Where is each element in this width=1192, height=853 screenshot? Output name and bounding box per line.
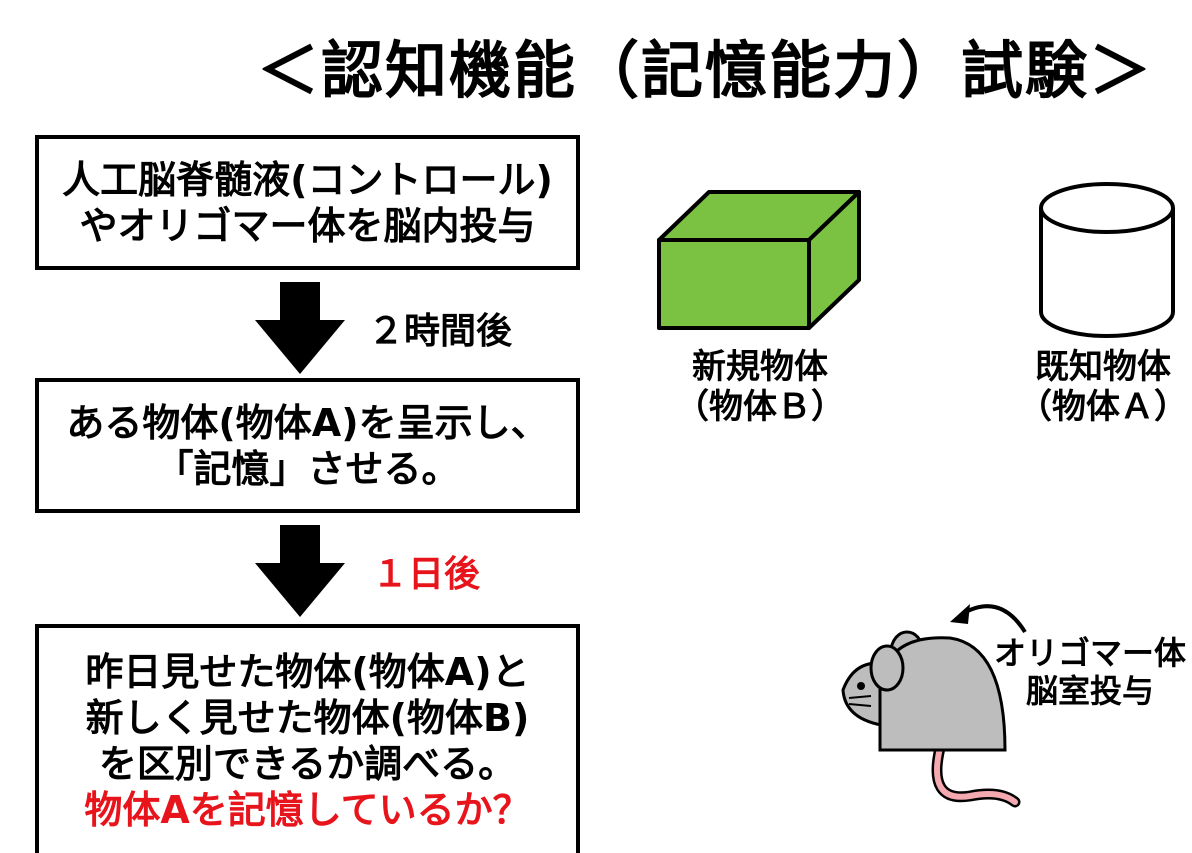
novel-object-name: 新規物体 — [692, 347, 828, 387]
step1-line1: 人工脳脊髄液(コントロール) — [62, 157, 553, 202]
cylinder-icon — [1039, 182, 1175, 338]
down-arrow-2 — [255, 525, 345, 617]
known-object-label: 既知物体 （物体Ａ） — [1008, 347, 1192, 427]
known-object-name: 既知物体 — [1035, 347, 1171, 387]
step1-line2: やオリゴマー体を脳内投与 — [79, 203, 536, 248]
mouse-label-line2: 脳室投与 — [1025, 672, 1154, 710]
arrow-label-1-day: １日後 — [372, 554, 481, 595]
novel-object-label: 新規物体 （物体Ｂ） — [665, 347, 855, 427]
arrow-label-2-hours: ２時間後 — [368, 311, 513, 352]
step2-line1: ある物体(物体A)を呈示し、 — [66, 400, 549, 445]
diagram-title: ＜認知機能（記憶能力）試験＞ — [256, 34, 1153, 107]
step-box-test: 昨日見せた物体(物体A)と 新しく見せた物体(物体B) を区別できるか調べる。 … — [35, 624, 580, 853]
down-arrow-1 — [255, 282, 345, 374]
step-box-injection: 人工脳脊髄液(コントロール) やオリゴマー体を脳内投与 — [35, 135, 580, 270]
step3-question: 物体Aを記憶しているか？ — [84, 787, 531, 832]
mouse-label-line1: オリゴマー体 — [993, 634, 1186, 672]
step3-line2: 新しく見せた物体(物体B) — [85, 695, 530, 740]
mouse-icon — [841, 630, 1021, 808]
step3-line3: を区別できるか調べる。 — [98, 741, 517, 786]
step3-line1: 昨日見せた物体(物体A)と — [85, 649, 530, 694]
known-object-sub: （物体Ａ） — [1018, 387, 1188, 427]
novel-object-sub: （物体Ｂ） — [675, 387, 845, 427]
mouse-injection-label: オリゴマー体 脳室投与 — [988, 634, 1192, 710]
step2-line2: 「記憶」させる。 — [155, 446, 460, 491]
curved-arrow-icon — [950, 604, 1027, 634]
step-box-present-object: ある物体(物体A)を呈示し、 「記憶」させる。 — [35, 378, 580, 513]
cube-icon — [657, 190, 861, 330]
